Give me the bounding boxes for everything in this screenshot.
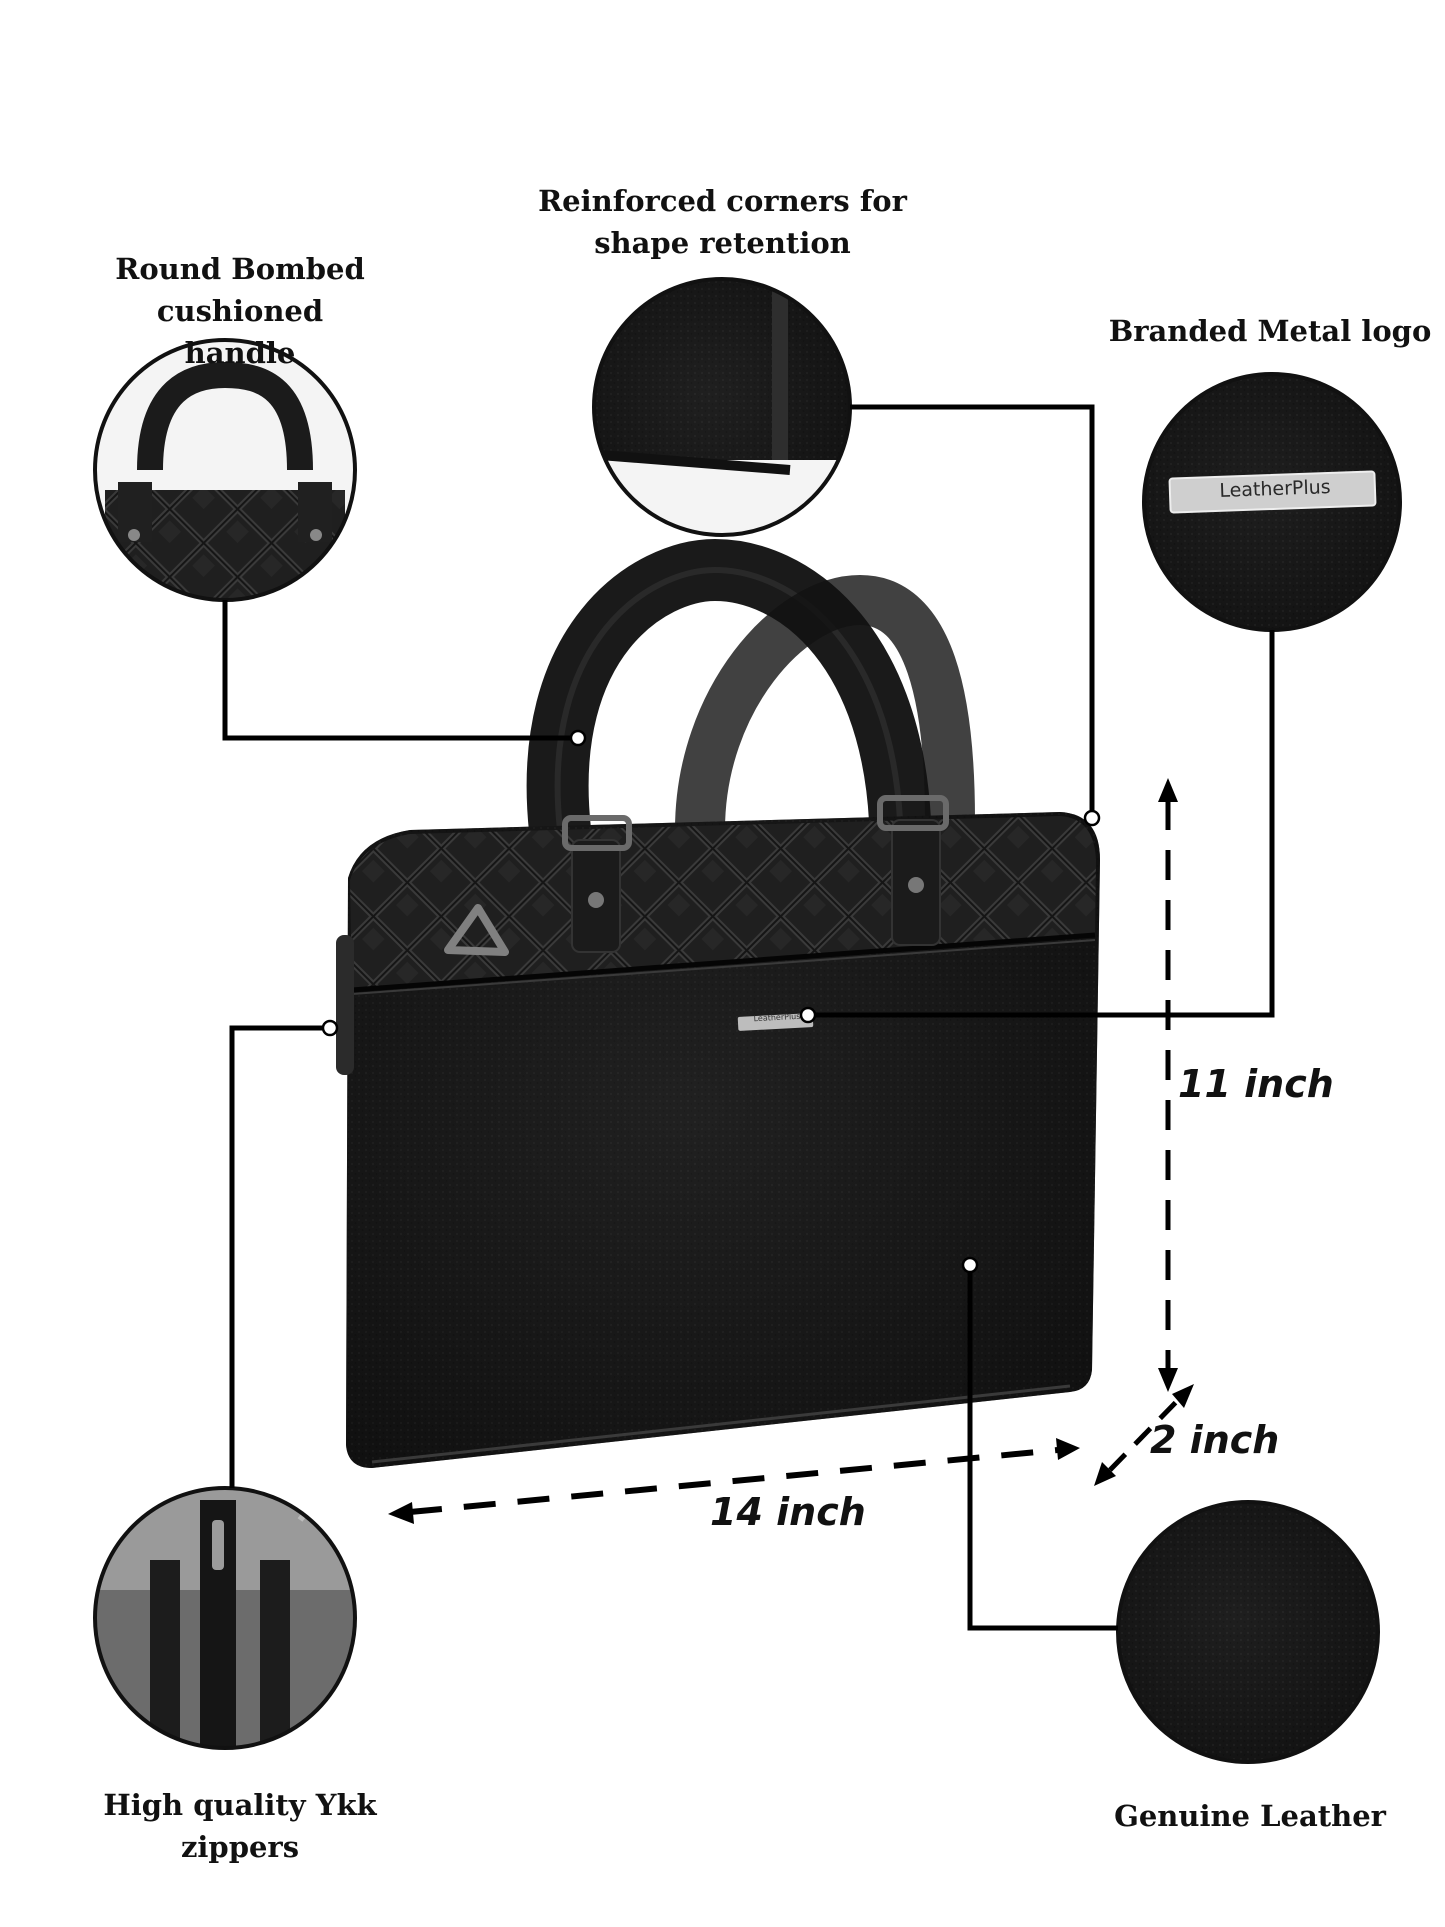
feature-label-handle: Round Bombed cushioned handle <box>115 252 365 370</box>
connector-dots <box>321 729 1101 1274</box>
feature-label-zippers: High quality Ykk zippers <box>103 1788 377 1864</box>
dimension-depth-arrow <box>1094 1384 1194 1486</box>
dimension-height-arrow <box>1158 778 1178 1392</box>
bag-body <box>336 795 1100 1468</box>
detail-circle-corners <box>592 277 852 537</box>
detail-circle-handle <box>93 338 357 602</box>
dimension-height-label: 11 inch <box>1178 1062 1334 1106</box>
connector-zippers <box>229 1025 330 1488</box>
dimension-depth-label: 2 inch <box>1150 1418 1280 1462</box>
dimension-width-arrow <box>388 1438 1080 1524</box>
detail-circle-logo <box>1142 372 1402 632</box>
connector-leather <box>967 1265 1118 1631</box>
feature-label-corners: Reinforced corners for shape retention <box>538 184 907 260</box>
bag-handles <box>526 538 975 861</box>
connector-logo <box>808 630 1275 1018</box>
feature-label-leather: Genuine Leather <box>1114 1799 1386 1833</box>
connector-lines <box>222 404 1275 1631</box>
connector-handle <box>222 600 578 741</box>
detail-circle-leather <box>1116 1500 1380 1764</box>
detail-circle-zippers <box>93 1486 357 1750</box>
connector-corners <box>850 404 1095 818</box>
feature-label-logo: Branded Metal logo <box>1108 314 1432 348</box>
dimension-width-label: 14 inch <box>710 1490 866 1534</box>
